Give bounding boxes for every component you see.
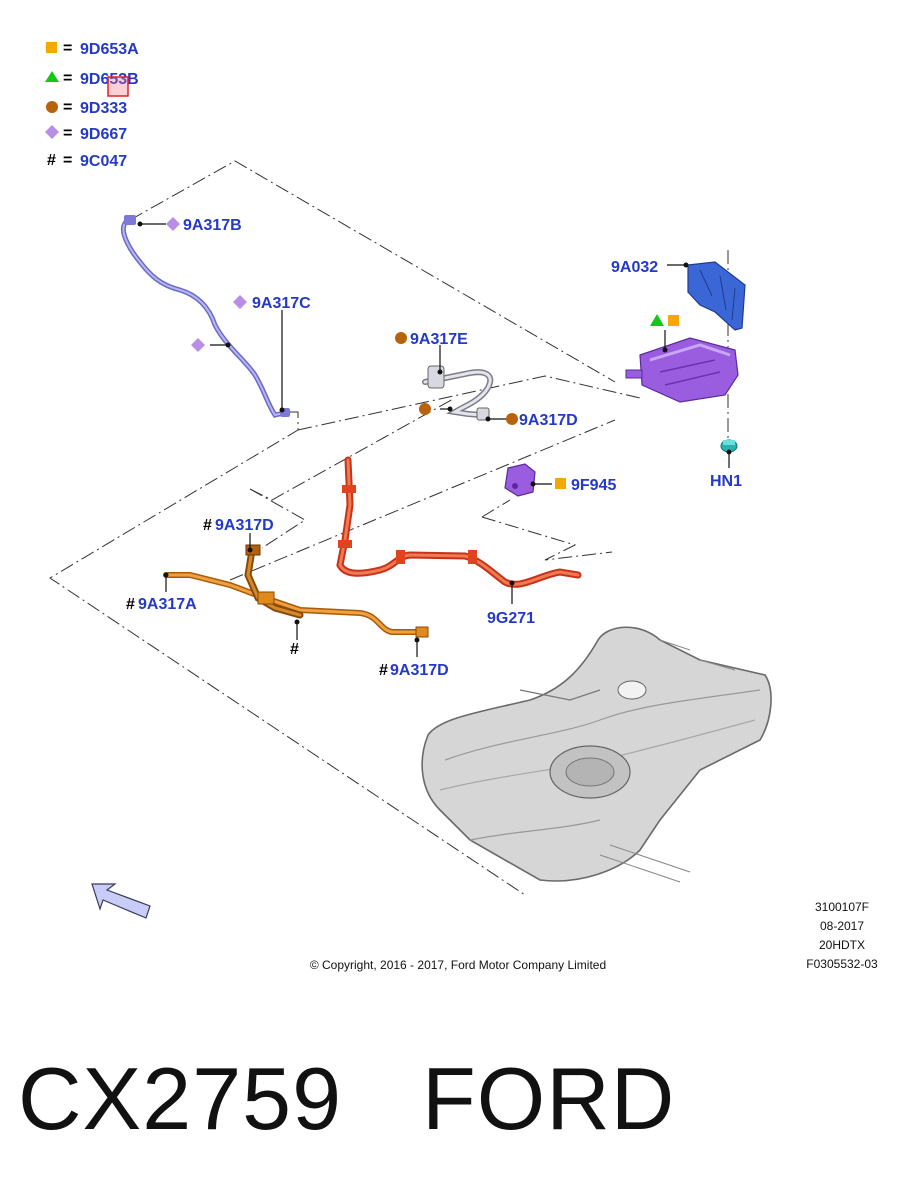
diamond-icon (166, 217, 180, 231)
legend-square-icon (46, 42, 57, 53)
legend-equals: = (63, 152, 72, 169)
label-9a317c: 9A317C (252, 295, 311, 312)
label-9a032: 9A032 (611, 259, 658, 276)
legend: = 9D653A = 9D653B = 9D333 = 9D667 # = 9C… (45, 40, 139, 170)
highlight-box-icon (107, 76, 129, 97)
model-code: CX2759 (18, 1049, 343, 1148)
label-9a317a: 9A317A (138, 596, 197, 613)
diamond-icon (233, 295, 247, 309)
hash-mark: # (290, 641, 299, 658)
fuel-tank (421, 626, 772, 883)
red-hose-9g271 (336, 456, 582, 588)
brand-name: FORD (422, 1049, 676, 1148)
orange-fuel-lines (163, 544, 429, 638)
footer-caption: CX2759 FORD (18, 1048, 675, 1150)
legend-code-9c047: 9C047 (80, 153, 127, 170)
fuel-system-diagram: = 9D653A = 9D653B = 9D333 = 9D667 # = 9C… (45, 40, 878, 972)
legend-code-9d667: 9D667 (80, 126, 127, 143)
label-9f945: 9F945 (571, 477, 616, 494)
evap-canister (625, 337, 739, 403)
label-9a317b: 9A317B (183, 217, 242, 234)
legend-equals: = (63, 40, 72, 57)
info-line-2: 08-2017 (820, 919, 864, 933)
diamond-icon (191, 338, 205, 352)
legend-code-9d333: 9D333 (80, 100, 127, 117)
hash-mark: # (126, 596, 135, 613)
purple-vapor-line (120, 215, 291, 418)
legend-equals: = (63, 99, 72, 116)
silver-tube-9a317e (422, 365, 494, 421)
circle-icon (395, 332, 407, 344)
front-direction-arrow-icon (91, 883, 151, 919)
callout-symbols (166, 217, 679, 489)
callout-labels: 9A317B 9A317C 9A317E 9A317D 9A032 HN1 9F… (126, 217, 742, 679)
info-line-4: F0305532-03 (806, 957, 878, 971)
triangle-icon (650, 314, 664, 326)
circle-icon (506, 413, 518, 425)
leader-lines (137, 221, 732, 657)
heat-shield-9a032 (687, 261, 746, 331)
label-9a317d-left: 9A317D (215, 517, 274, 534)
legend-equals: = (63, 70, 72, 87)
legend-code-9d653b: 9D653B (80, 71, 139, 88)
legend-equals: = (63, 125, 72, 142)
legend-diamond-icon (45, 125, 59, 139)
label-9a317d-top: 9A317D (519, 412, 578, 429)
label-hn1: HN1 (710, 473, 742, 490)
legend-triangle-icon (45, 71, 59, 82)
valve-9f945 (504, 463, 536, 497)
legend-circle-icon (46, 101, 58, 113)
hash-mark: # (379, 662, 388, 679)
legend-code-9d653a: 9D653A (80, 41, 139, 58)
hash-mark: # (203, 517, 212, 534)
info-block: 3100107F 08-2017 20HDTX F0305532-03 (806, 900, 878, 971)
label-9g271: 9G271 (487, 610, 535, 627)
info-line-1: 3100107F (815, 900, 869, 914)
info-line-3: 20HDTX (819, 938, 865, 952)
circle-icon (419, 403, 431, 415)
copyright-text: © Copyright, 2016 - 2017, Ford Motor Com… (310, 958, 606, 972)
square-icon (555, 478, 566, 489)
label-9a317d-bottom: 9A317D (390, 662, 449, 679)
legend-hash-icon: # (47, 152, 56, 169)
label-9a317e: 9A317E (410, 331, 468, 348)
square-icon (668, 315, 679, 326)
